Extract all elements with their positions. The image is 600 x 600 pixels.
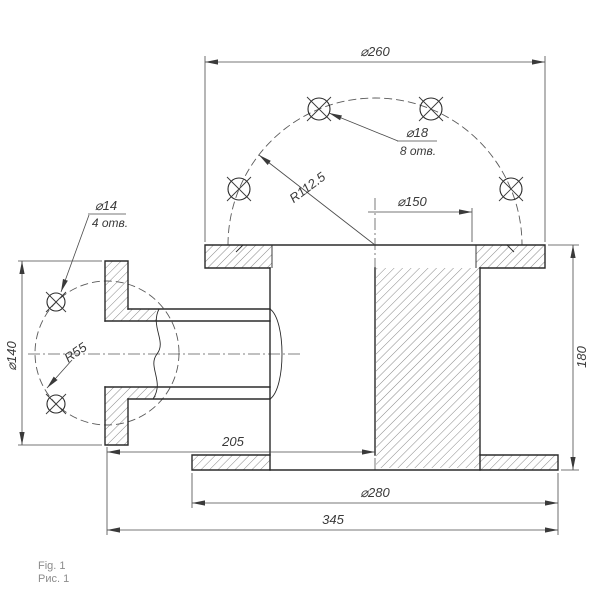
top-bolt-circle-arc — [227, 97, 523, 246]
dimension-d18-note: ⌀18 8 отв. — [328, 112, 437, 158]
dimension-r55: R55 — [46, 339, 90, 389]
top-hole-1 — [226, 176, 252, 202]
part-outline — [104, 244, 559, 471]
dimension-d150: ⌀150 — [368, 194, 473, 242]
dimension-180: 180 — [548, 244, 589, 471]
pipe-bore-end — [269, 308, 283, 400]
hole-cross — [306, 96, 332, 122]
radius-line — [258, 154, 376, 246]
dimension-345: 345 — [107, 512, 558, 533]
hatch-top-flange-right — [476, 245, 545, 268]
top-hole-3 — [418, 96, 444, 122]
dim-d18-label: ⌀18 — [406, 125, 429, 140]
dimension-d140: ⌀140 — [4, 260, 102, 446]
dim-d260-label: ⌀260 — [360, 44, 390, 59]
hatch-bottom-flange-left — [192, 455, 270, 470]
dim-r112-label: R112.5 — [286, 169, 328, 206]
dim-345-label: 345 — [322, 512, 344, 527]
hatch-body-section — [376, 268, 480, 468]
leader-line — [46, 359, 73, 389]
top-hole-2 — [306, 96, 332, 122]
hole-cross — [226, 176, 252, 202]
hole-cross — [45, 291, 67, 313]
dim-d140-label: ⌀140 — [4, 340, 19, 370]
dimension-d14-note: ⌀14 4 отв. — [60, 198, 128, 293]
hole-circle — [307, 97, 331, 121]
hatch-left-flange-bottom — [105, 387, 128, 445]
section-hatching — [105, 245, 558, 470]
hole-cross — [498, 176, 524, 202]
bolt-holes — [45, 96, 524, 415]
hole-circle — [499, 177, 523, 201]
break-line — [152, 308, 161, 400]
figure-caption-en: Fig. 1 — [38, 560, 66, 572]
dim-d150-label: ⌀150 — [397, 194, 427, 209]
dim-205-label: 205 — [221, 434, 244, 449]
dim-d14-holes-label: 4 отв. — [92, 216, 128, 230]
top-hole-4 — [498, 176, 524, 202]
hole-circle — [227, 177, 251, 201]
hatch-pipe-wall-bottom — [128, 387, 156, 399]
hole-circle — [46, 292, 66, 312]
hole-circle — [419, 97, 443, 121]
hole-cross — [45, 393, 67, 415]
dim-d280-label: ⌀280 — [360, 485, 390, 500]
dim-r55-label: R55 — [61, 339, 90, 365]
side-pipe — [104, 308, 271, 400]
left-flange — [104, 260, 129, 446]
hole-circle — [46, 394, 66, 414]
figure-caption-ru: Рис. 1 — [38, 573, 69, 585]
extension-lines — [18, 260, 102, 446]
body-walls — [269, 267, 481, 471]
leader-line — [328, 112, 399, 142]
dim-d14-label: ⌀14 — [95, 198, 117, 213]
dimension-d260: ⌀260 — [204, 44, 546, 242]
top-flange-bore-edges — [235, 244, 515, 268]
dim-180-label: 180 — [574, 345, 589, 367]
hatch-pipe-wall-top — [128, 309, 156, 321]
dimension-r112: R112.5 — [258, 154, 376, 246]
extension-lines — [204, 56, 546, 242]
left-hole-1 — [45, 291, 67, 313]
dimension-d280: ⌀280 — [191, 473, 559, 535]
hatch-left-flange-top — [105, 261, 128, 321]
dimension-205: 205 — [106, 434, 375, 535]
bottom-flange — [191, 454, 559, 471]
hatch-bottom-flange-right — [480, 455, 558, 470]
hole-cross — [418, 96, 444, 122]
left-hole-2 — [45, 393, 67, 415]
leader-line — [60, 214, 90, 293]
dim-d18-holes-label: 8 отв. — [400, 144, 436, 158]
extension-lines — [191, 473, 559, 535]
figure-captions: Fig. 1 Рис. 1 — [38, 560, 69, 585]
hatch-top-flange-left — [205, 245, 272, 268]
